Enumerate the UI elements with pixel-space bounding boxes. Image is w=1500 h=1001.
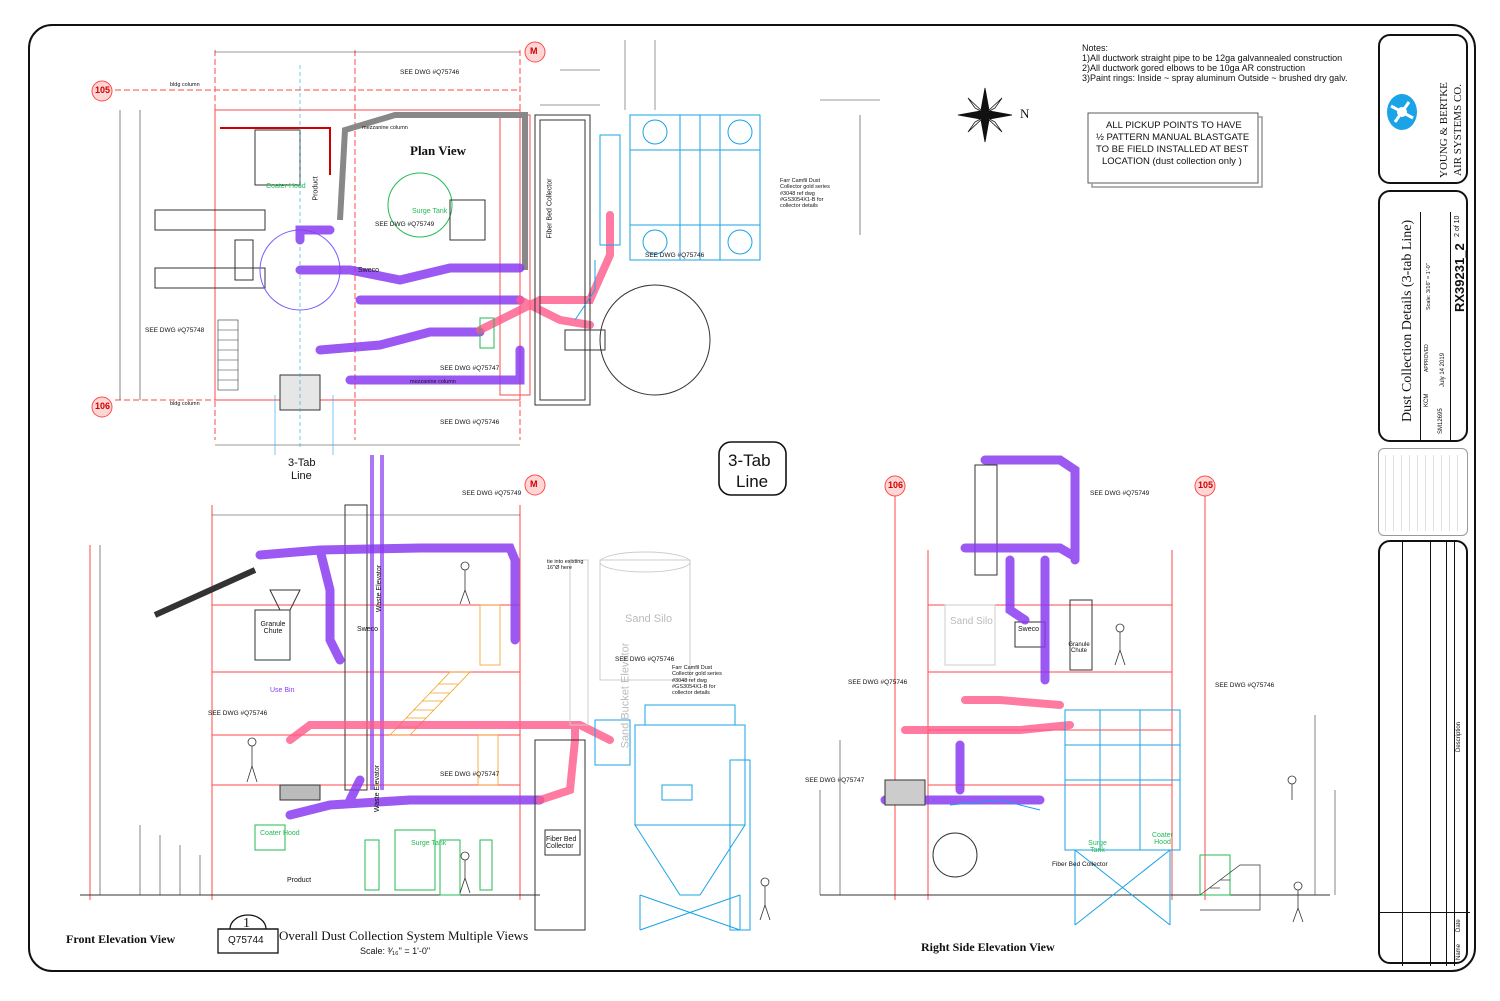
- plan-view: [115, 40, 880, 455]
- right-label: SEE DWG #Q75747: [805, 777, 865, 784]
- front-label: SEE DWG #Q75746: [208, 710, 268, 717]
- plan-label: SEE DWG #Q75746: [645, 252, 705, 259]
- collector-note: Farr Camfil Dust Collector gold series #…: [672, 665, 722, 697]
- grid-tag-m-plan: M: [530, 46, 538, 56]
- tb-job: SM12695: [1438, 408, 1444, 434]
- callout-number: 1: [243, 916, 250, 931]
- tab-line-small-1: 3-Tab: [288, 457, 316, 469]
- plan-label: mezzanine column: [410, 379, 456, 385]
- pickup-note-line: LOCATION (dust collection only ): [1102, 156, 1242, 167]
- plan-label: SEE DWG #Q75747: [440, 365, 500, 372]
- company-name-2: AIR SYSTEMS CO.: [1452, 84, 1464, 176]
- plan-view-title: Plan View: [410, 143, 466, 158]
- right-label: Sand Silo: [950, 616, 993, 627]
- drawing-number: RX39231_2: [1452, 243, 1467, 312]
- grid-tags: [91, 41, 1216, 497]
- tb-scale: Scale: 3/16" = 1'-0": [1426, 263, 1432, 310]
- front-label: Sweco: [357, 626, 379, 633]
- plan-label: SEE DWG #Q75748: [145, 327, 205, 334]
- grid-tag-m-front: M: [530, 479, 538, 489]
- plan-label: Surge Tank: [412, 208, 448, 215]
- pickup-note-line: ALL PICKUP POINTS TO HAVE: [1106, 120, 1242, 131]
- front-label: Coater Hood: [260, 830, 300, 837]
- front-label: Sand Silo: [625, 613, 673, 625]
- right-label: Surge Tank: [1088, 840, 1107, 854]
- front-label: SEE DWG #Q75746: [615, 656, 675, 663]
- tb-drawn-by: KCM: [1424, 393, 1430, 407]
- right-elevation-view: [819, 455, 1336, 926]
- confidentiality-note: [1378, 448, 1468, 536]
- callout-title: Overall Dust Collection System Multiple …: [279, 928, 529, 943]
- right-label: SEE DWG #Q75749: [1090, 490, 1150, 497]
- tab-line-big: 3-Tab: [728, 451, 771, 470]
- front-label: tie into existing 16"Ø here: [547, 559, 584, 571]
- grid-tag-106-plan: 106: [95, 401, 111, 411]
- right-label: Coater Hood: [1151, 832, 1173, 846]
- compass-north-letter: N: [1020, 106, 1030, 121]
- front-label: Granule Chute: [260, 621, 286, 635]
- plan-label: Coater Hood: [266, 183, 306, 190]
- company-logo-icon: [1387, 94, 1417, 130]
- front-label: SEE DWG #Q75747: [440, 771, 500, 778]
- title-block: YOUNG & BERTKE AIR SYSTEMS CO. Dust Coll…: [1378, 34, 1470, 966]
- plan-label: bldg column: [170, 82, 200, 88]
- front-label: Surge Tank: [411, 840, 447, 847]
- plan-label: mezzanine column: [362, 125, 408, 131]
- tab-line-big: Line: [736, 472, 769, 491]
- plan-label: bldg column: [170, 401, 200, 407]
- pickup-note-line: ½ PATTERN MANUAL BLASTGATE: [1096, 132, 1250, 143]
- plan-label: SEE DWG #Q75749: [375, 221, 435, 228]
- front-label: Waste Elevator: [374, 764, 382, 813]
- drawing-sheet-border: [28, 24, 1476, 972]
- notes-item: 2)All ductwork gored elbows to be 10ga A…: [1082, 63, 1306, 73]
- tb-approved: APPROVED: [1424, 344, 1430, 372]
- right-label: Granule Chute: [1068, 642, 1090, 654]
- plan-label: Product: [312, 176, 320, 201]
- grid-tag-105-plan: 105: [95, 85, 111, 95]
- pickup-note-box: [1087, 112, 1259, 184]
- company-name-1: YOUNG & BERTKE: [1438, 82, 1450, 178]
- notes-item: 3)Paint rings: Inside ~ spray aluminum O…: [1082, 73, 1348, 83]
- front-label: Use Bin: [270, 687, 295, 694]
- front-label: SEE DWG #Q75749: [462, 490, 522, 497]
- right-label: Fiber Bed Collector: [1052, 861, 1108, 868]
- tab-line-bubble: [718, 441, 787, 496]
- front-elevation-view: [80, 455, 771, 931]
- sheet-number: 2 of 10: [1454, 215, 1461, 237]
- right-label: SEE DWG #Q75746: [848, 679, 908, 686]
- notes-heading: Notes:: [1082, 43, 1109, 53]
- company-box: YOUNG & BERTKE AIR SYSTEMS CO.: [1378, 34, 1468, 184]
- drawing-title-box: Dust Collection Details (3-tab Line) RX3…: [1378, 190, 1468, 442]
- compass-rose-icon: [957, 87, 1013, 143]
- grid-tag-106-right: 106: [888, 480, 904, 490]
- view-callout: [217, 914, 279, 954]
- front-label: Fiber Bed Collector: [546, 836, 577, 850]
- tb-date: July 14 2019: [1440, 352, 1446, 387]
- drawing-title: Dust Collection Details (3-tab Line): [1400, 219, 1415, 422]
- right-label: Sweco: [1018, 626, 1040, 633]
- revision-description-header: Description: [1456, 721, 1462, 752]
- revision-name-header: Name: [1456, 943, 1462, 960]
- callout-ref: Q75744: [228, 935, 264, 946]
- grid-tag-105-right: 105: [1198, 480, 1214, 490]
- revision-block: Description Name Date: [1378, 540, 1470, 966]
- front-label: Product: [287, 877, 312, 884]
- tab-line-small-2: Line: [291, 470, 312, 482]
- callout-scale: Scale: ³⁄₁₆" = 1'-0": [360, 946, 431, 956]
- plan-label: Sweco: [358, 267, 380, 274]
- right-label: SEE DWG #Q75746: [1215, 682, 1275, 689]
- pickup-note-line: TO BE FIELD INSTALLED AT BEST: [1096, 144, 1249, 155]
- right-elevation-title: Right Side Elevation View: [921, 940, 1055, 954]
- revision-date-header: Date: [1456, 919, 1462, 932]
- plan-label: Fiber Bed Collector: [546, 178, 554, 239]
- plan-label: SEE DWG #Q75746: [400, 69, 460, 76]
- front-label: Waste Elevator: [376, 564, 384, 613]
- notes-item: 1)All ductwork straight pipe to be 12ga …: [1082, 53, 1343, 63]
- plan-label: SEE DWG #Q75746: [440, 419, 500, 426]
- front-elevation-title: Front Elevation View: [66, 932, 176, 946]
- collector-note: Farr Camfil Dust Collector gold series #…: [780, 178, 830, 210]
